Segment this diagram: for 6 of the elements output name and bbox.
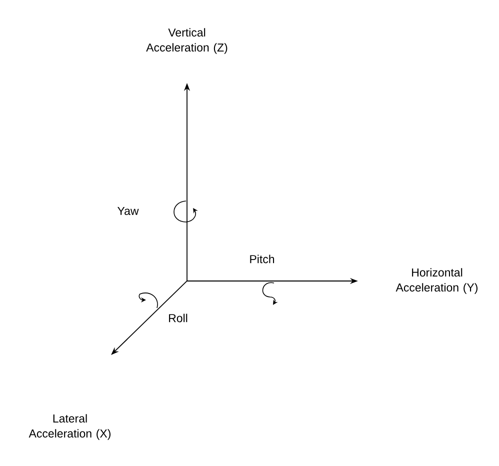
axis-label: Horizontal Acceleration (Y) (396, 268, 478, 294)
axis-label: Vertical Acceleration (Z) (146, 28, 228, 54)
rotation-label: Yaw (118, 206, 139, 215)
rotation-label: Roll (169, 314, 188, 322)
axis-label: Lateral Acceleration (X) (28, 414, 110, 440)
rotation-label: Pitch (250, 254, 274, 264)
